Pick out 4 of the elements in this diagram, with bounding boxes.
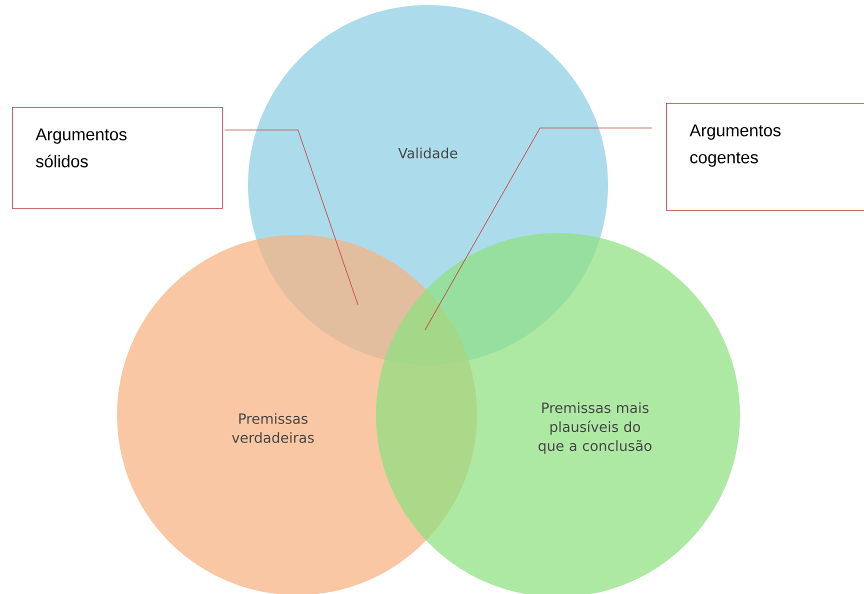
- callout-box: Argumentos cogentes: [666, 103, 864, 211]
- leader-line: [424, 128, 652, 330]
- callout-box: Argumentos sólidos: [12, 107, 223, 209]
- leader-line: [224, 130, 358, 306]
